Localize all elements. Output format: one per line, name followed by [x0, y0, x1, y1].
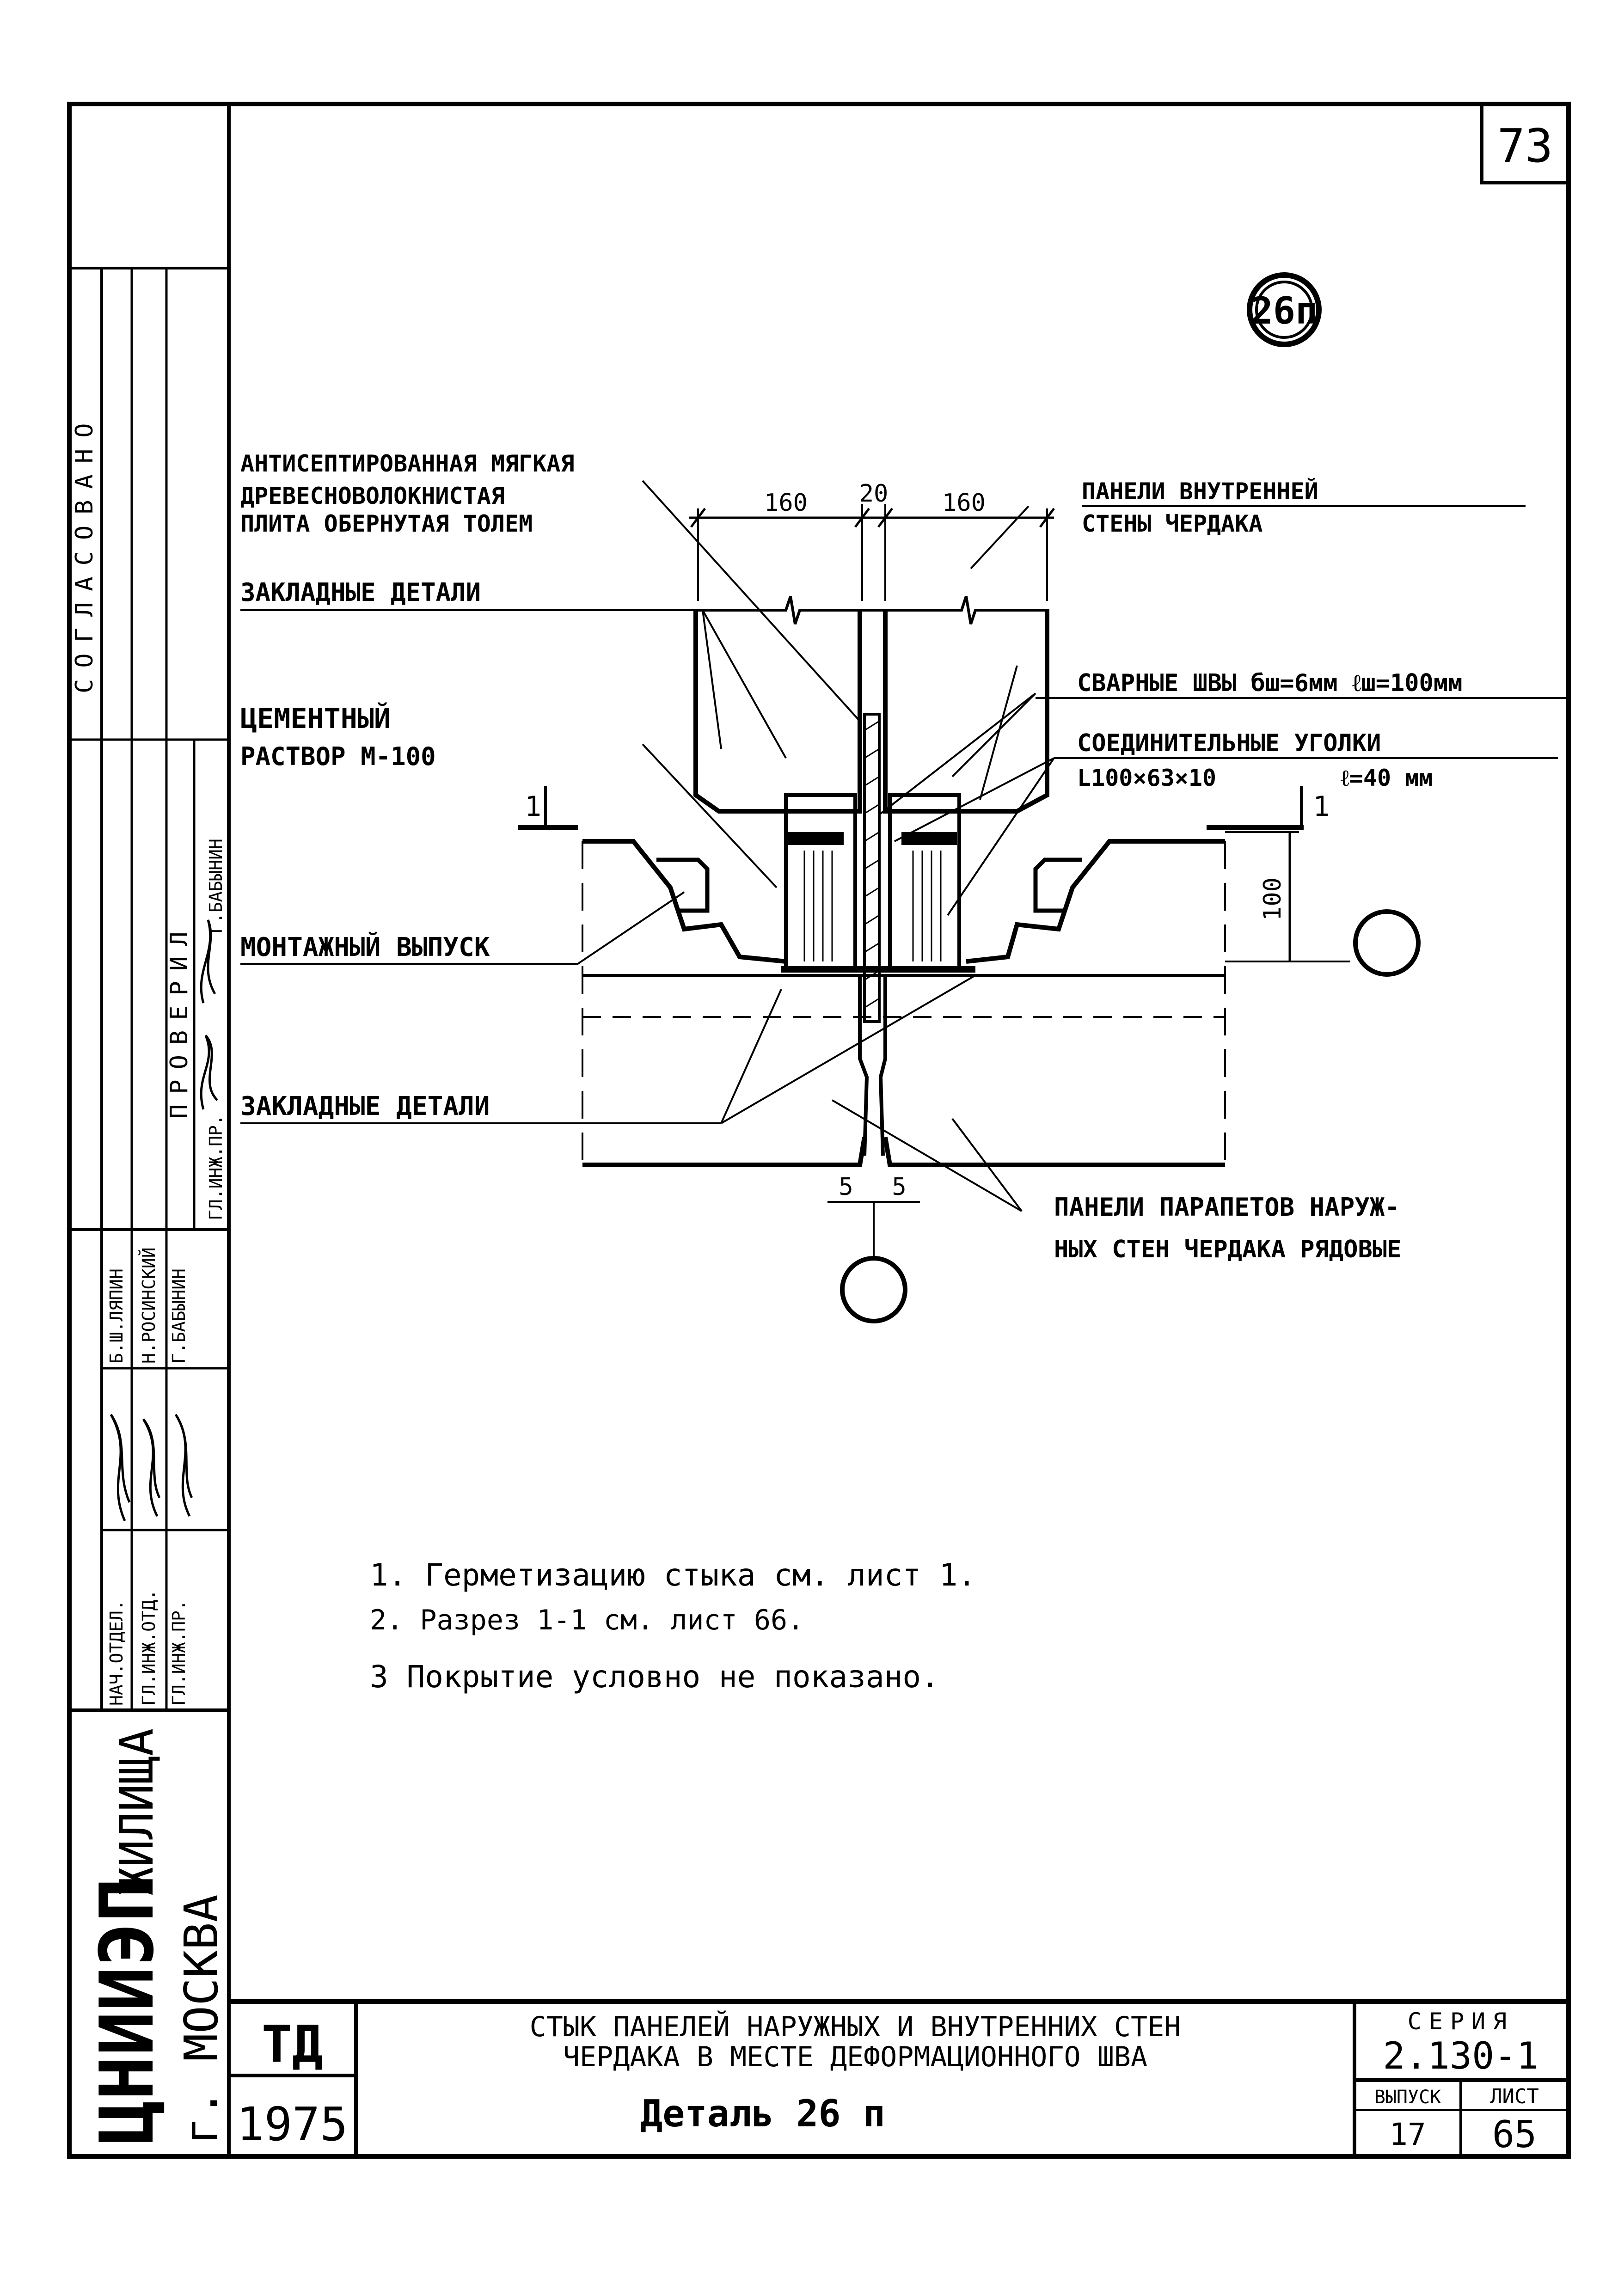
td-mark: ТД [262, 2014, 323, 2074]
dim-slash-3 [877, 508, 893, 528]
issue-value: 17 [1389, 2117, 1426, 2152]
weld-right [901, 832, 957, 845]
side-role-2: ГЛ.ИНЖ.ОТД. [139, 1589, 159, 1706]
side-role-3: ГЛ.ИНЖ.ПР. [169, 1600, 189, 1706]
org-city: г. МОСКВА [174, 1894, 228, 2145]
detail-name: Деталь 26 п [640, 2092, 885, 2135]
dim-left-width: 160 [764, 489, 808, 517]
label-mortar-1: ЦЕМЕНТНЫЙ [240, 702, 391, 735]
sheet-number: 73 [1497, 119, 1553, 173]
label-antiseptic-1: АНТИСЕПТИРОВАННАЯ МЯГКАЯ [240, 450, 574, 477]
checker-signature-2 [200, 1035, 218, 1110]
side-checker-name: Г.БАБЫНИН [206, 839, 226, 934]
parapet-right-top [966, 839, 1225, 964]
label-mounting: МОНТАЖНЫЙ ВЫПУСК [240, 932, 490, 962]
issue-label: ВЫПУСК [1374, 2087, 1441, 2108]
axis-circle-bottom [840, 1256, 907, 1323]
label-antiseptic-3: ПЛИТА ОБЕРНУТАЯ ТОЛЕМ [240, 510, 533, 537]
title-line-1: СТЫК ПАНЕЛЕЙ НАРУЖНЫХ И ВНУТРЕННИХ СТЕН [530, 2010, 1181, 2043]
sheet-value: 65 [1492, 2113, 1537, 2156]
angle-left-hatch [803, 851, 833, 961]
left-strip [69, 267, 229, 1712]
sheet-frame [67, 102, 1571, 2159]
dim-height: 100 [1259, 877, 1287, 921]
angle-left [784, 793, 857, 973]
label-welds: СВАРНЫЕ ШВЫ бш=6мм ℓш=100мм [1077, 669, 1462, 697]
section-mark-left: 1 [525, 790, 541, 823]
series-value: 2.130-1 [1383, 2034, 1538, 2077]
break-line-top [693, 596, 1049, 625]
org-sub: ЖИЛИЩА [110, 1728, 164, 1895]
joint-drawing: 160 20 160 1 1 [240, 480, 1421, 1323]
inner-panel-left [693, 610, 862, 814]
note-1: 1. Герметизацию стыка см. лист 1. [370, 1557, 976, 1593]
sheet-number-box [1480, 102, 1570, 184]
side-name-2: Н.РОСИНСКИЙ [139, 1247, 159, 1364]
parapet-left-top [582, 839, 786, 964]
dim-right-width: 160 [942, 489, 986, 517]
axis-circle-right [1353, 909, 1421, 977]
label-inner-panels-1: ПАНЕЛИ ВНУТРЕННЕЙ [1082, 478, 1318, 505]
label-embedded-top: ЗАКЛАДНЫЕ ДЕТАЛИ [240, 578, 481, 607]
label-parapet-1: ПАНЕЛИ ПАРАПЕТОВ НАРУЖ- [1054, 1193, 1400, 1222]
side-role-1: НАЧ.ОТДЕЛ. [106, 1600, 127, 1706]
dim-joint-right: 5 [892, 1173, 906, 1201]
org-main: ЦНИИЭП [84, 1878, 170, 2145]
leader-lines [240, 480, 1055, 1212]
section-mark-right: 1 [1313, 790, 1330, 823]
angle-right [888, 793, 961, 973]
parapet-joint [858, 975, 887, 1156]
side-name-1: Б.Ш.ЛЯПИН [106, 1268, 127, 1364]
label-angles-3: ℓ=40 мм [1341, 765, 1433, 791]
signature-1 [110, 1414, 131, 1522]
angle-right-hatch [912, 851, 942, 961]
embedded-plate [781, 966, 975, 973]
label-mortar-2: РАСТВОР М-100 [240, 742, 436, 771]
dim-slash-4 [1039, 508, 1055, 528]
inner-panel-right [883, 610, 1049, 814]
label-parapet-2: НЫХ СТЕН ЧЕРДАКА РЯДОВЫЕ [1054, 1236, 1401, 1263]
weld-left [788, 832, 844, 845]
detail-mark-circle [1247, 272, 1322, 347]
dim-slash-2 [854, 508, 870, 528]
side-chief-eng-project: ГЛ.ИНЖ.ПР. [206, 1114, 226, 1220]
note-2: 2. Разрез 1-1 см. лист 66. [370, 1604, 804, 1636]
dim-slash-1 [690, 508, 706, 528]
dim-joint-left: 5 [839, 1173, 853, 1201]
side-checked: ПРОВЕРИЛ [165, 922, 193, 1119]
detail-mark: 26п [1251, 289, 1318, 332]
label-angles-2: L100×63×10 [1077, 765, 1216, 791]
label-angles-1: СОЕДИНИТЕЛЬНЫЕ УГОЛКИ [1077, 729, 1381, 757]
dim-gap: 20 [859, 480, 889, 508]
label-inner-panels-2: СТЕНЫ ЧЕРДАКА [1082, 510, 1262, 537]
parapet-left-hook [656, 857, 710, 913]
parapet-right-hook [1033, 857, 1082, 913]
label-antiseptic-2: ДРЕВЕСНОВОЛОКНИСТАЯ [240, 483, 505, 509]
note-3: 3 Покрытие условно не показано. [370, 1659, 939, 1695]
title-block [229, 1999, 1569, 2156]
label-embedded-bottom: ЗАКЛАДНЫЕ ДЕТАЛИ [240, 1091, 490, 1121]
signature-3 [174, 1414, 193, 1517]
signature-2 [142, 1418, 161, 1517]
detail-mark-inner-circle [1255, 281, 1313, 339]
side-name-3: Г.БАБЫНИН [169, 1268, 189, 1364]
series-label: СЕРИЯ [1408, 2008, 1514, 2035]
year: 1975 [237, 2097, 348, 2151]
sheet-label: ЛИСТ [1490, 2085, 1539, 2108]
title-line-2: ЧЕРДАКА В МЕСТЕ ДЕФОРМАЦИОННОГО ШВА [563, 2041, 1147, 2073]
checker-signature [200, 919, 216, 1004]
side-agreed: СОГЛАСОВАНО [71, 412, 98, 693]
